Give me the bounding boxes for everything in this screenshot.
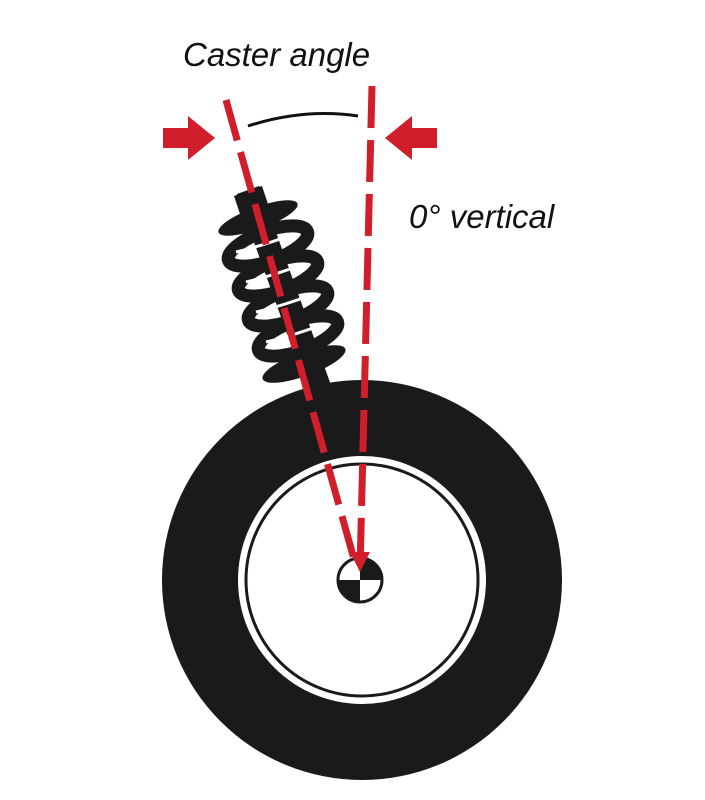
coil-spring [221, 219, 345, 363]
spring-coil [251, 309, 345, 363]
wheel-center-icon [336, 552, 384, 604]
angle-arc [247, 112, 359, 128]
arrow-right-icon [163, 116, 215, 160]
hub-quadrant [360, 558, 382, 580]
coil-highlight [255, 292, 315, 314]
vertical-reference-line [356, 85, 376, 571]
spring-seat-lower [262, 345, 346, 383]
caster-axis-line [222, 99, 361, 571]
axis-pivot-marker [350, 552, 370, 572]
caster-angle-label: Caster angle [183, 36, 370, 73]
hub-quadrant [338, 580, 360, 602]
vertical-label: 0° vertical [409, 198, 556, 235]
arrow-left-icon [385, 116, 437, 160]
